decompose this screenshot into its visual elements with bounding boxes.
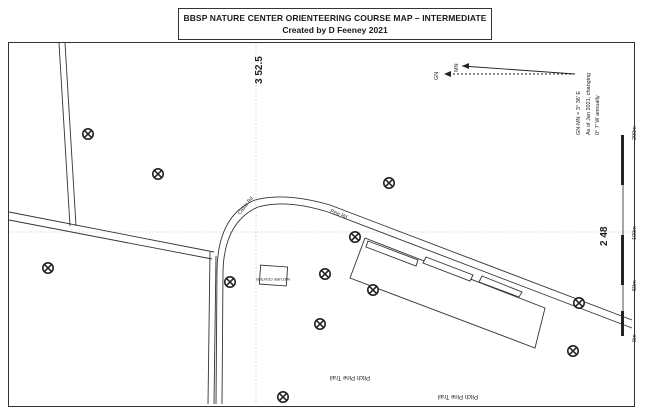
control-marker-8	[366, 283, 379, 296]
building-small-3	[478, 275, 523, 298]
control-marker-2	[152, 168, 165, 181]
mn-arrow-line	[461, 65, 576, 75]
mn-label: MN	[454, 63, 460, 72]
declination-text-2: As of Jan 2021, changing	[586, 73, 592, 135]
scale-label-0: 0m	[632, 334, 638, 342]
trail-label-2: Pitch Pine Trail	[438, 393, 478, 399]
declination-text-1: GN-MN = 3° 36' E	[576, 91, 582, 135]
control-marker-6	[348, 231, 361, 244]
control-marker-7	[318, 267, 331, 280]
control-marker-1	[82, 128, 95, 141]
map-author: Created by D Feeney 2021	[282, 25, 388, 35]
nature-center-label: NATURE CENTER	[256, 277, 290, 282]
declination-diagram: GN MN GN-MN = 3° 36' E As of Jan 2021, c…	[434, 63, 601, 135]
gn-label: GN	[434, 72, 440, 80]
control-marker-11	[566, 344, 579, 357]
control-marker-10	[572, 296, 585, 309]
control-marker-9	[313, 317, 326, 330]
scale-label-100: 100m	[632, 226, 638, 240]
road-south-spur	[207, 251, 217, 405]
gn-arrow-head	[444, 71, 451, 77]
control-markers	[41, 128, 585, 403]
scale-label-50: 50m	[632, 280, 638, 291]
scale-bar: 200m 100m 50m 0m	[621, 126, 638, 342]
control-marker-4	[224, 275, 237, 288]
building-small-1	[365, 240, 419, 267]
northing-label: 2 48	[599, 226, 610, 246]
control-marker-3	[41, 261, 54, 274]
control-marker-5	[382, 177, 395, 190]
road-west-diagonal	[8, 211, 215, 260]
map-title: BBSP NATURE CENTER ORIENTEERING COURSE M…	[183, 13, 487, 23]
scale-label-200: 200m	[632, 126, 638, 140]
building-small-2	[422, 256, 474, 282]
nature-center-building: NATURE CENTER	[256, 264, 290, 287]
declination-text-3: 0° 7' W annually	[595, 95, 601, 135]
road-main-curve	[215, 196, 633, 405]
easting-label: 3 52.5	[254, 56, 265, 84]
control-marker-12	[276, 390, 289, 403]
map-title-box: BBSP NATURE CENTER ORIENTEERING COURSE M…	[178, 8, 492, 40]
trail-label-1: Pitch Pine Trail	[330, 374, 370, 380]
road-label-2: Pine Rd	[329, 208, 348, 220]
road-label-1: Cedar Rd	[237, 196, 255, 217]
mn-arrow-head	[462, 63, 469, 69]
road-west-vertical	[58, 42, 77, 227]
